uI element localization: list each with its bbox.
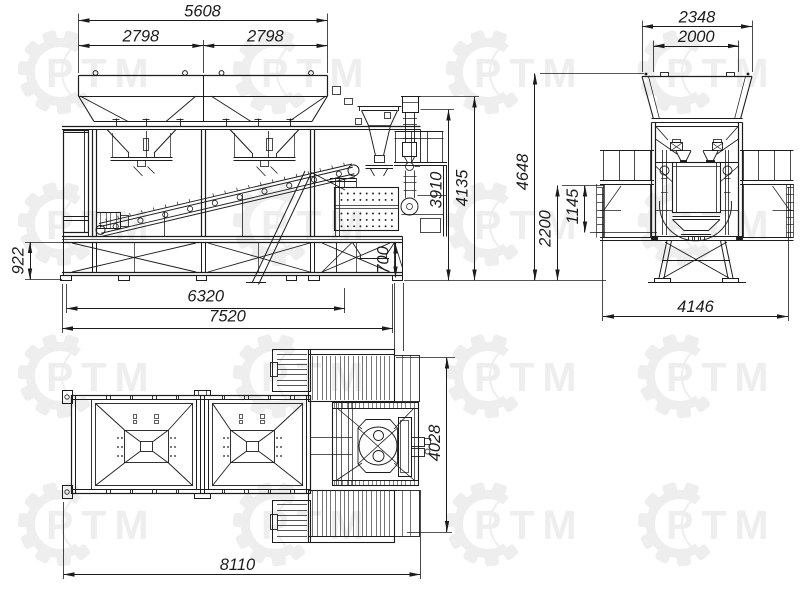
svg-text:PTM: PTM [261, 202, 372, 248]
svg-text:PTM: PTM [474, 354, 585, 400]
svg-text:PTM: PTM [46, 502, 157, 548]
svg-text:700: 700 [375, 245, 393, 273]
svg-text:2000: 2000 [677, 28, 716, 46]
svg-text:1145: 1145 [564, 188, 582, 224]
svg-text:PTM: PTM [261, 50, 372, 96]
svg-text:2798: 2798 [246, 27, 285, 45]
svg-text:PTM: PTM [474, 502, 585, 548]
svg-text:4135: 4135 [454, 169, 472, 207]
svg-text:PTM: PTM [46, 354, 157, 400]
svg-text:4028: 4028 [426, 424, 444, 462]
svg-text:4648: 4648 [514, 153, 532, 191]
svg-text:8110: 8110 [220, 556, 256, 574]
svg-text:4146: 4146 [677, 298, 715, 316]
svg-text:PTM: PTM [474, 50, 585, 96]
svg-text:3910: 3910 [428, 171, 446, 209]
svg-text:PTM: PTM [666, 354, 777, 400]
svg-text:6320: 6320 [187, 288, 225, 306]
svg-text:2348: 2348 [678, 9, 717, 27]
svg-text:PTM: PTM [46, 50, 157, 96]
svg-text:PTM: PTM [261, 354, 372, 400]
svg-text:PTM: PTM [666, 502, 777, 548]
svg-text:2200: 2200 [537, 209, 555, 248]
svg-text:922: 922 [10, 247, 28, 275]
svg-text:7520: 7520 [209, 308, 247, 326]
svg-text:PTM: PTM [666, 50, 777, 96]
svg-text:PTM: PTM [474, 202, 585, 248]
svg-text:2798: 2798 [122, 27, 161, 45]
svg-text:5608: 5608 [184, 3, 222, 21]
